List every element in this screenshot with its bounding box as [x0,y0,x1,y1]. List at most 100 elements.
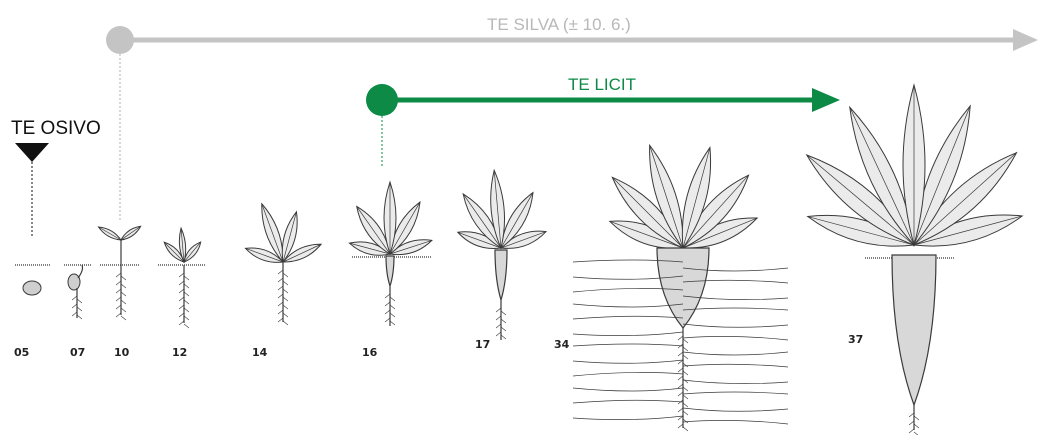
rootlet [682,402,689,408]
rootlet [682,394,689,400]
rootlet [277,277,284,283]
rootlet [76,306,83,312]
silva-arrow [106,26,1038,222]
rootlet [115,288,122,294]
rootlet [389,304,396,310]
silva-start-dot [106,26,134,54]
leaf-vein [98,226,122,241]
leaf-vein [682,217,758,249]
lateral-root [682,336,789,341]
lateral-root [572,343,684,347]
rootlet [677,407,684,413]
rootlet [913,415,920,421]
rootlet [282,280,289,286]
leaf-vein [462,193,502,249]
lateral-root [682,420,789,425]
lateral-root [572,399,684,404]
rootlet [183,275,190,281]
plant-37 [805,83,1024,437]
leaf-vein [913,152,1017,246]
leaf-vein [612,177,684,249]
plant-17 [456,168,548,340]
rootlet [282,312,289,318]
stage-label: 05 [14,346,30,359]
rootlet [178,296,185,302]
rootlet [389,296,396,302]
rootlet [115,280,122,286]
rootlet [677,375,684,381]
lateral-root [572,372,684,377]
leaf-vein [180,228,185,263]
rootlet [183,315,190,321]
rootlet [178,312,185,318]
leaf-vein [349,242,391,255]
osivo-label: TE OSIVO [11,118,101,139]
rootlet [682,410,689,416]
leaf-vein [913,105,971,246]
rootlet [913,423,920,429]
plant-34 [572,143,789,432]
rootlet [282,304,289,310]
rootlet [277,309,284,315]
rootlet [115,296,122,302]
osivo-marker [15,143,49,236]
leaf-vein [913,215,1023,246]
rootlet [277,285,284,291]
leaf-vein [356,206,391,255]
lateral-root [682,391,789,395]
stage-label: 12 [172,346,188,359]
leaf-vein [457,231,502,249]
plant-10 [97,225,142,321]
rootlet [384,317,391,323]
lateral-root [572,359,684,364]
rootlet [120,307,127,313]
rootlet [282,272,289,278]
rootlet [282,296,289,302]
rootlet [120,315,127,321]
lateral-root [572,315,684,320]
plant-12 [158,226,205,329]
stage-label: 14 [252,346,268,359]
lateral-root [682,323,789,328]
rootlet [682,338,689,344]
leaf-vein [806,154,915,246]
lateral-root [572,387,684,392]
rootlet [908,428,915,434]
leaf-vein [500,192,534,249]
lateral-root [572,275,684,280]
rootlet [115,312,122,318]
stage-label: 07 [70,346,86,359]
lateral-root [572,259,684,263]
lateral-root [572,288,684,293]
rootlet [277,293,284,299]
sprout [77,264,84,279]
leaf-vein [389,201,421,255]
rootlet [384,293,391,299]
plant-05 [15,264,50,296]
rootlet [120,291,127,297]
rootlet [500,318,507,324]
licit-start-dot [366,84,398,116]
rootlet [495,307,502,313]
silva-label: TE SILVA (± 10. 6.) [487,15,631,34]
licit-label: TE LICIT [568,75,637,94]
stage-label: 10 [114,346,130,359]
leaf-vein [245,247,284,263]
rootlet [500,310,507,316]
rootlet [71,295,78,301]
leaf-vein [389,240,432,255]
rootlet [389,320,396,326]
rootlet [183,299,190,305]
lateral-root [682,379,789,384]
rootlet [178,280,185,286]
lateral-root [682,279,789,284]
plants-layer [15,83,1024,437]
lateral-root [682,407,789,412]
rootlet [908,420,915,426]
rootlet [282,320,289,326]
seed [22,280,42,296]
silva-arrow-head [1013,29,1038,51]
rootlet [183,291,190,297]
